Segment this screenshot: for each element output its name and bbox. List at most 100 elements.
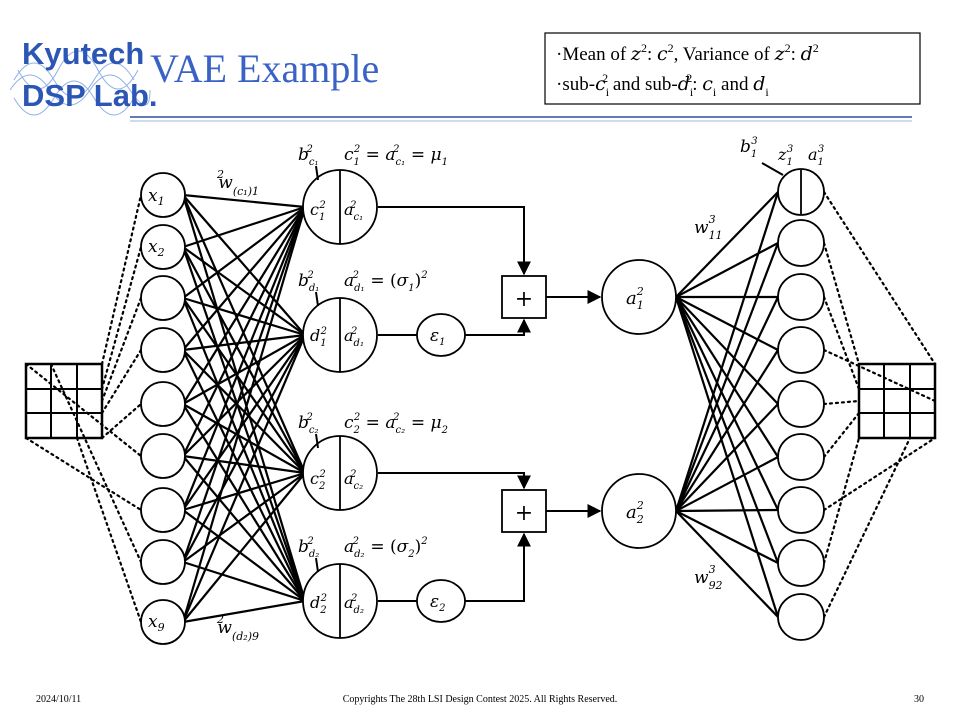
output-node	[777, 326, 825, 374]
equation-d1: ad₁2 = (σ1)2	[344, 270, 428, 294]
bias-label-b13: b13	[740, 136, 758, 160]
input-node	[140, 172, 186, 218]
input-node	[140, 224, 186, 270]
output-node	[777, 273, 825, 321]
input-layer	[140, 172, 186, 645]
output-image-grid	[857, 362, 937, 440]
epsilon-label-1: ε1	[430, 326, 446, 348]
adder-boxes	[501, 275, 547, 533]
arrow-c2-to-adder	[378, 472, 531, 490]
encoder-weight-edge	[182, 334, 306, 457]
dotted-input-link	[100, 193, 143, 366]
bias-label-d1: bd₁2	[298, 270, 319, 294]
hidden-c1-right: ac₁2	[344, 200, 363, 223]
notes-line-2: ·sub-ci2 and sub-di2: ci and di	[556, 71, 769, 99]
weight-labels: w(c₁)12 w(d₂)92 w113 w923	[216, 168, 723, 643]
encoder-weight-edge	[182, 334, 306, 563]
logo-line1: Kyutech	[22, 36, 144, 71]
dotted-input-link	[100, 402, 143, 440]
decoder-weight-edge	[675, 296, 779, 511]
hidden-c2-left: c22	[310, 469, 326, 492]
bias-label-c2: bc₂2	[298, 412, 319, 436]
hidden-c2-right: ac₂2	[344, 469, 363, 492]
hidden-layer	[302, 169, 378, 639]
latent-node-a1	[601, 259, 677, 335]
arrow-eps1-to-adder	[465, 318, 531, 336]
hidden-d2-left: d22	[310, 593, 327, 616]
input-node	[140, 275, 186, 321]
epsilon-nodes	[416, 313, 466, 623]
hidden-c1-left: c12	[310, 200, 326, 223]
weight-label-w92: w923	[694, 563, 723, 592]
dotted-output-link	[822, 399, 861, 406]
encoder-weight-edge	[182, 193, 306, 209]
dotted-input-link	[75, 436, 143, 624]
flow-arrows	[378, 206, 602, 602]
encoder-weight-edge	[182, 472, 306, 623]
arrow-c1-to-adder	[378, 206, 531, 276]
encoder-weight-edge	[181, 194, 307, 602]
input-node	[140, 487, 186, 533]
adder-symbol-1: +	[515, 287, 533, 312]
weight-label-c1: w(c₁)12	[216, 168, 259, 198]
epsilon-node-1	[416, 313, 466, 357]
encoder-weight-edge	[182, 472, 306, 563]
notes-line-1: ·Mean of z2: c2, Variance of z2: d2	[556, 41, 819, 65]
encoder-weight-edge	[182, 333, 306, 352]
network-edges	[24, 190, 937, 624]
dotted-output-link	[822, 190, 937, 366]
decoder-weight-edge	[674, 296, 780, 618]
encoder-weight-edge	[181, 334, 307, 623]
equation-c1: c12 = ac₁2 = μ1	[344, 144, 448, 168]
encoder-weight-edge	[182, 206, 306, 351]
decoder-weight-edge	[675, 296, 779, 405]
latent-label-a2: a22	[626, 499, 644, 526]
output-node	[777, 380, 825, 428]
encoder-weight-edge	[182, 194, 306, 336]
dotted-output-link	[822, 241, 861, 366]
footer-date: 2024/10/11	[36, 694, 81, 705]
encoder-weight-edge	[182, 205, 306, 249]
bias-label-c1: bc₁2	[298, 144, 319, 168]
dotted-input-link	[49, 362, 143, 564]
logo-line2: DSP Lab.	[22, 78, 158, 113]
encoder-weight-edge	[182, 296, 306, 337]
dotted-input-link	[24, 436, 143, 512]
hidden-d1-left: d12	[310, 326, 327, 349]
encoder-weight-edge	[182, 246, 306, 336]
logo-wave-decoration	[9, 50, 151, 116]
weight-label-d2: w(d₂)92	[216, 613, 259, 643]
epsilon-label-2: ε2	[430, 592, 446, 614]
input-label-x1: x1	[148, 186, 165, 208]
equations: c12 = ac₁2 = μ1 ad₁2 = (σ1)2 c22 = ac₂2 …	[344, 144, 448, 560]
epsilon-node-2	[416, 579, 466, 623]
decoder-weight-edge	[675, 510, 779, 618]
page-title: VAE Example	[150, 46, 379, 91]
decoder-weight-edge	[675, 296, 779, 351]
input-node	[140, 381, 186, 427]
input-image-grid	[24, 362, 104, 440]
dotted-output-link	[822, 436, 937, 512]
input-label-x9: x9	[148, 612, 165, 634]
equation-c2: c22 = ac₂2 = μ2	[344, 412, 448, 436]
footer-page-number: 30	[914, 694, 924, 705]
output-node	[777, 486, 825, 534]
encoder-weight-edge	[182, 206, 306, 457]
output-node	[777, 593, 825, 641]
hidden-node-labels: c12 ac₁2 d12 ad₁2 c22 ac₂2 d22 ad₂2	[310, 200, 364, 616]
dotted-output-link	[822, 436, 912, 619]
output-label-z1: z13	[777, 144, 793, 168]
equation-d2: ad₂2 = (σ2)2	[344, 536, 428, 560]
encoder-weight-edge	[182, 599, 306, 624]
input-node	[140, 599, 186, 645]
latent-node-a2	[601, 473, 677, 549]
decoder-weight-edge	[675, 508, 779, 513]
input-label-x2: x2	[148, 237, 165, 259]
bias-label-d2: bd₂2	[298, 536, 319, 560]
encoder-weight-edge	[181, 206, 307, 563]
latent-nodes	[601, 259, 677, 549]
output-node	[777, 539, 825, 587]
bias-labels: bc₁2 bd₁2 bc₂2 bd₂2 b13	[298, 136, 758, 560]
dotted-output-link	[822, 411, 861, 459]
